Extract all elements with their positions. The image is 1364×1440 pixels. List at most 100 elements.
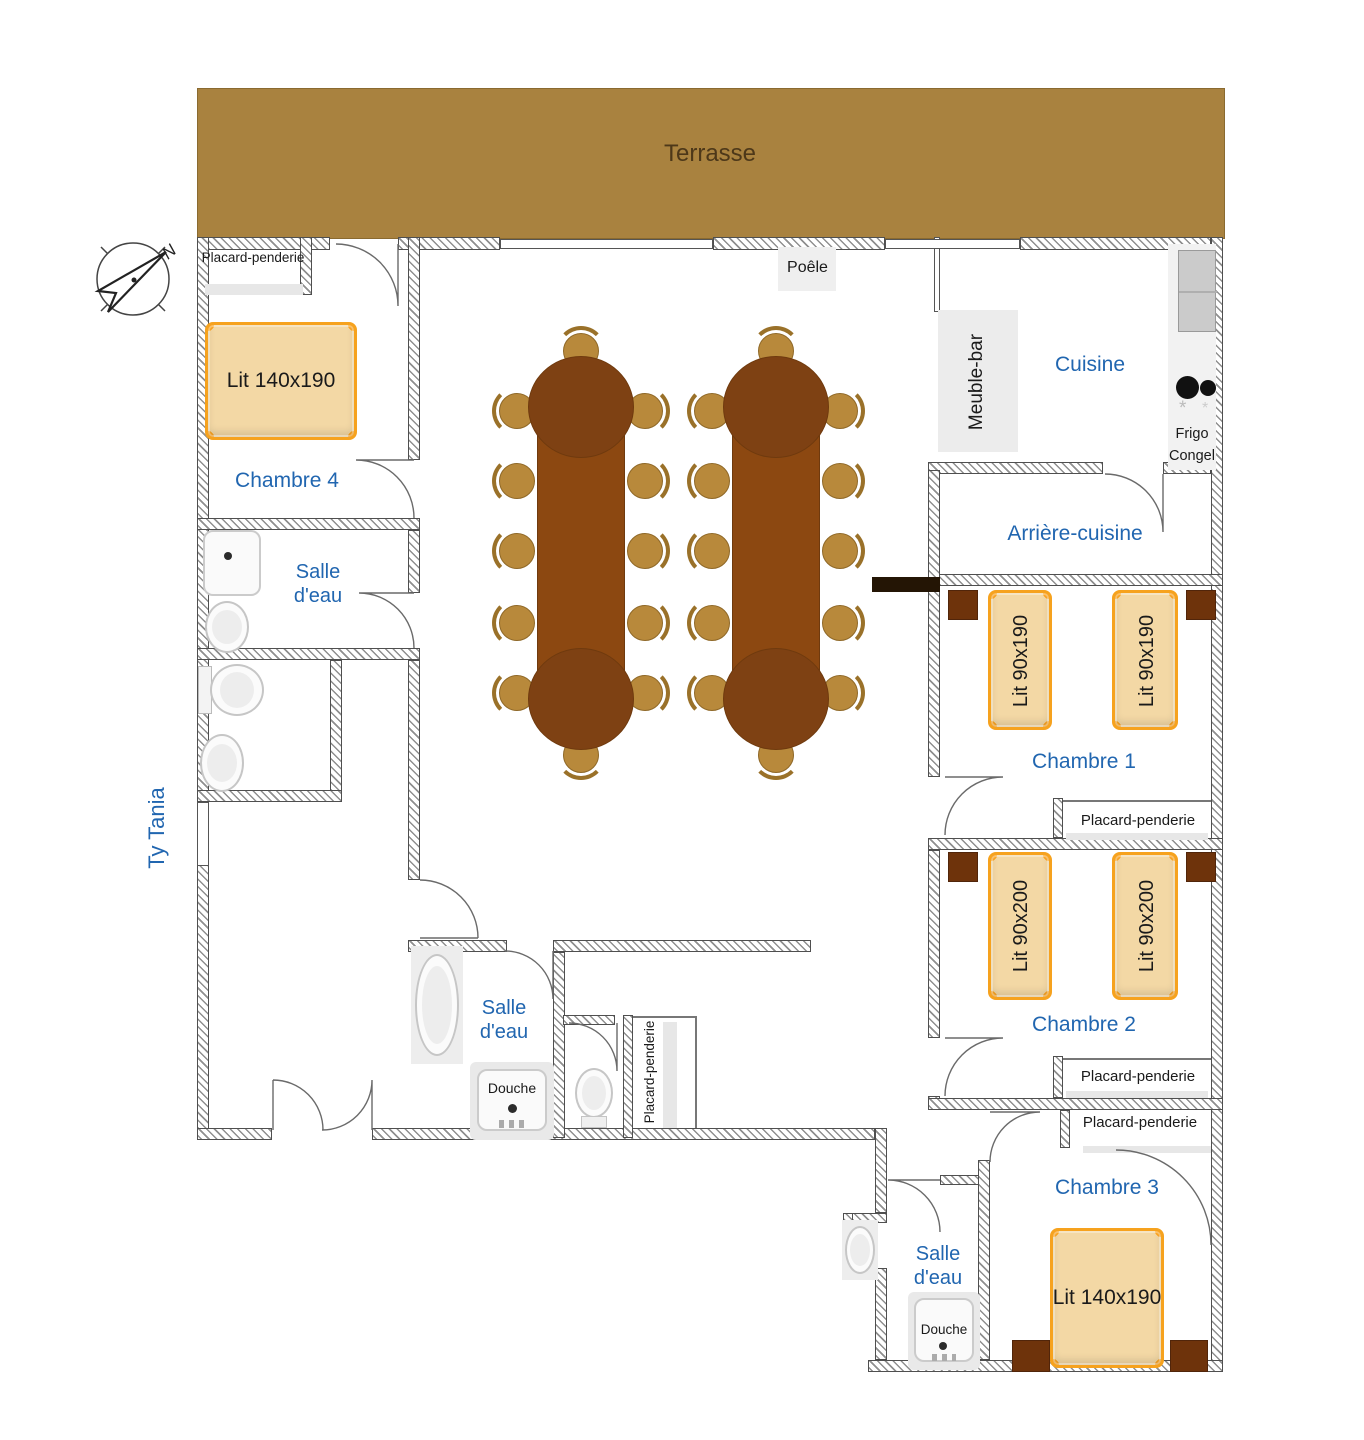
closet-rail (1066, 833, 1208, 840)
dining-table-end (528, 648, 634, 750)
shower-head-icon (499, 1120, 527, 1128)
compass-north-label: N (158, 240, 180, 263)
bed-chambre4: Lit 140x190 (205, 322, 357, 440)
chair (627, 526, 670, 576)
stove-label: Poêle (787, 259, 828, 276)
bar-label: Meuble-bar (966, 333, 987, 431)
wall (934, 237, 940, 312)
nightstand (1186, 590, 1216, 620)
bed-size-label: Lit 140x190 (226, 369, 336, 392)
sink-basin (850, 1234, 870, 1266)
chair (627, 456, 670, 506)
burner-icon: * (1202, 400, 1209, 417)
sink-basin (207, 744, 237, 782)
wall (197, 790, 342, 802)
chair (492, 598, 535, 648)
wall (875, 1128, 887, 1213)
wall (197, 518, 420, 530)
terrace-area (197, 88, 1225, 239)
terrace-label: Terrasse (663, 140, 757, 167)
closet-label-chambre3: Placard-penderie (1082, 1114, 1198, 1131)
room-label-cuisine: Cuisine (1054, 353, 1126, 376)
chair (627, 598, 670, 648)
stove-poele-box (778, 247, 836, 291)
nightstand (948, 590, 978, 620)
closet-rail (663, 1022, 677, 1128)
wall (978, 1160, 990, 1360)
wall (300, 237, 312, 295)
wall (928, 574, 1223, 586)
burner-icon: * (1179, 398, 1187, 419)
nightstand (1170, 1340, 1208, 1372)
shower (477, 1069, 547, 1131)
closet-label-chambre1: Placard-penderie (1080, 812, 1196, 829)
washer (203, 530, 261, 596)
wall (553, 940, 811, 952)
window (197, 802, 209, 866)
dining-table-end (528, 356, 634, 458)
wall (563, 1015, 615, 1025)
washer-knob (224, 552, 232, 560)
chair (822, 598, 865, 648)
closet-line (695, 1016, 697, 1128)
wall (1053, 1056, 1063, 1098)
closet-line (1063, 800, 1211, 802)
wall (330, 660, 342, 802)
cooktop-burner-large (1176, 376, 1199, 399)
wall (623, 1015, 633, 1138)
wall (1020, 237, 1211, 250)
wall (1053, 798, 1063, 838)
toilet-bowl-inner (220, 672, 254, 708)
room-label-chambre1: Chambre 1 (1032, 750, 1136, 773)
shower-drain (508, 1104, 517, 1113)
chair (687, 526, 730, 576)
closet-rail (1066, 1091, 1208, 1098)
fridge-divider (1179, 291, 1217, 293)
chair (822, 456, 865, 506)
sink-basin (212, 610, 242, 644)
room-label-bath-right: Salle d'eau (913, 1243, 963, 1289)
wall (408, 237, 420, 460)
wall (875, 1268, 887, 1360)
shower-drain (939, 1342, 947, 1350)
wall (1060, 1110, 1070, 1148)
closet-label-hall: Placard-penderie (642, 1020, 657, 1124)
bed-size-label: Lit 90x200 (1136, 879, 1158, 973)
wall (928, 462, 1103, 474)
closet-line (633, 1016, 695, 1018)
cooktop-burner-small (1200, 380, 1216, 396)
room-label-chambre4: Chambre 4 (235, 469, 339, 492)
closet-line (1063, 1058, 1211, 1060)
chair (492, 526, 535, 576)
room-label-chambre3: Chambre 3 (1055, 1176, 1159, 1199)
nightstand (1186, 852, 1216, 882)
wall (553, 952, 565, 1138)
nightstand (948, 852, 978, 882)
closet-rail (205, 284, 303, 295)
bed-size-label: Lit 140x190 (1052, 1286, 1162, 1309)
closet-rail (1083, 1146, 1211, 1153)
bed-chambre1-left (988, 590, 1052, 730)
dining-table-end (723, 648, 829, 750)
bed-size-label: Lit 90x190 (1010, 614, 1032, 708)
bed-size-label: Lit 90x190 (1136, 614, 1158, 708)
chair (687, 456, 730, 506)
wall (928, 1098, 1223, 1110)
room-label-arriere-cuisine: Arrière-cuisine (1007, 522, 1143, 545)
wall (408, 660, 420, 880)
bed-chambre2-left (988, 852, 1052, 1000)
wall (928, 470, 940, 777)
shower-label: Douche (920, 1322, 968, 1337)
counter-bar (872, 577, 940, 592)
closet-label-chambre2: Placard-penderie (1080, 1068, 1196, 1085)
wall (408, 530, 420, 593)
compass-rose-icon: N (94, 240, 181, 316)
toilet-bowl-inner (582, 1076, 606, 1110)
shower-label: Douche (487, 1080, 537, 1096)
wall (197, 648, 420, 660)
bed-chambre3: Lit 140x190 (1050, 1228, 1164, 1368)
chair (492, 456, 535, 506)
fridge-label: Frigo Congel (1169, 426, 1215, 464)
room-label-bath-mid: Salle d'eau (479, 997, 529, 1043)
